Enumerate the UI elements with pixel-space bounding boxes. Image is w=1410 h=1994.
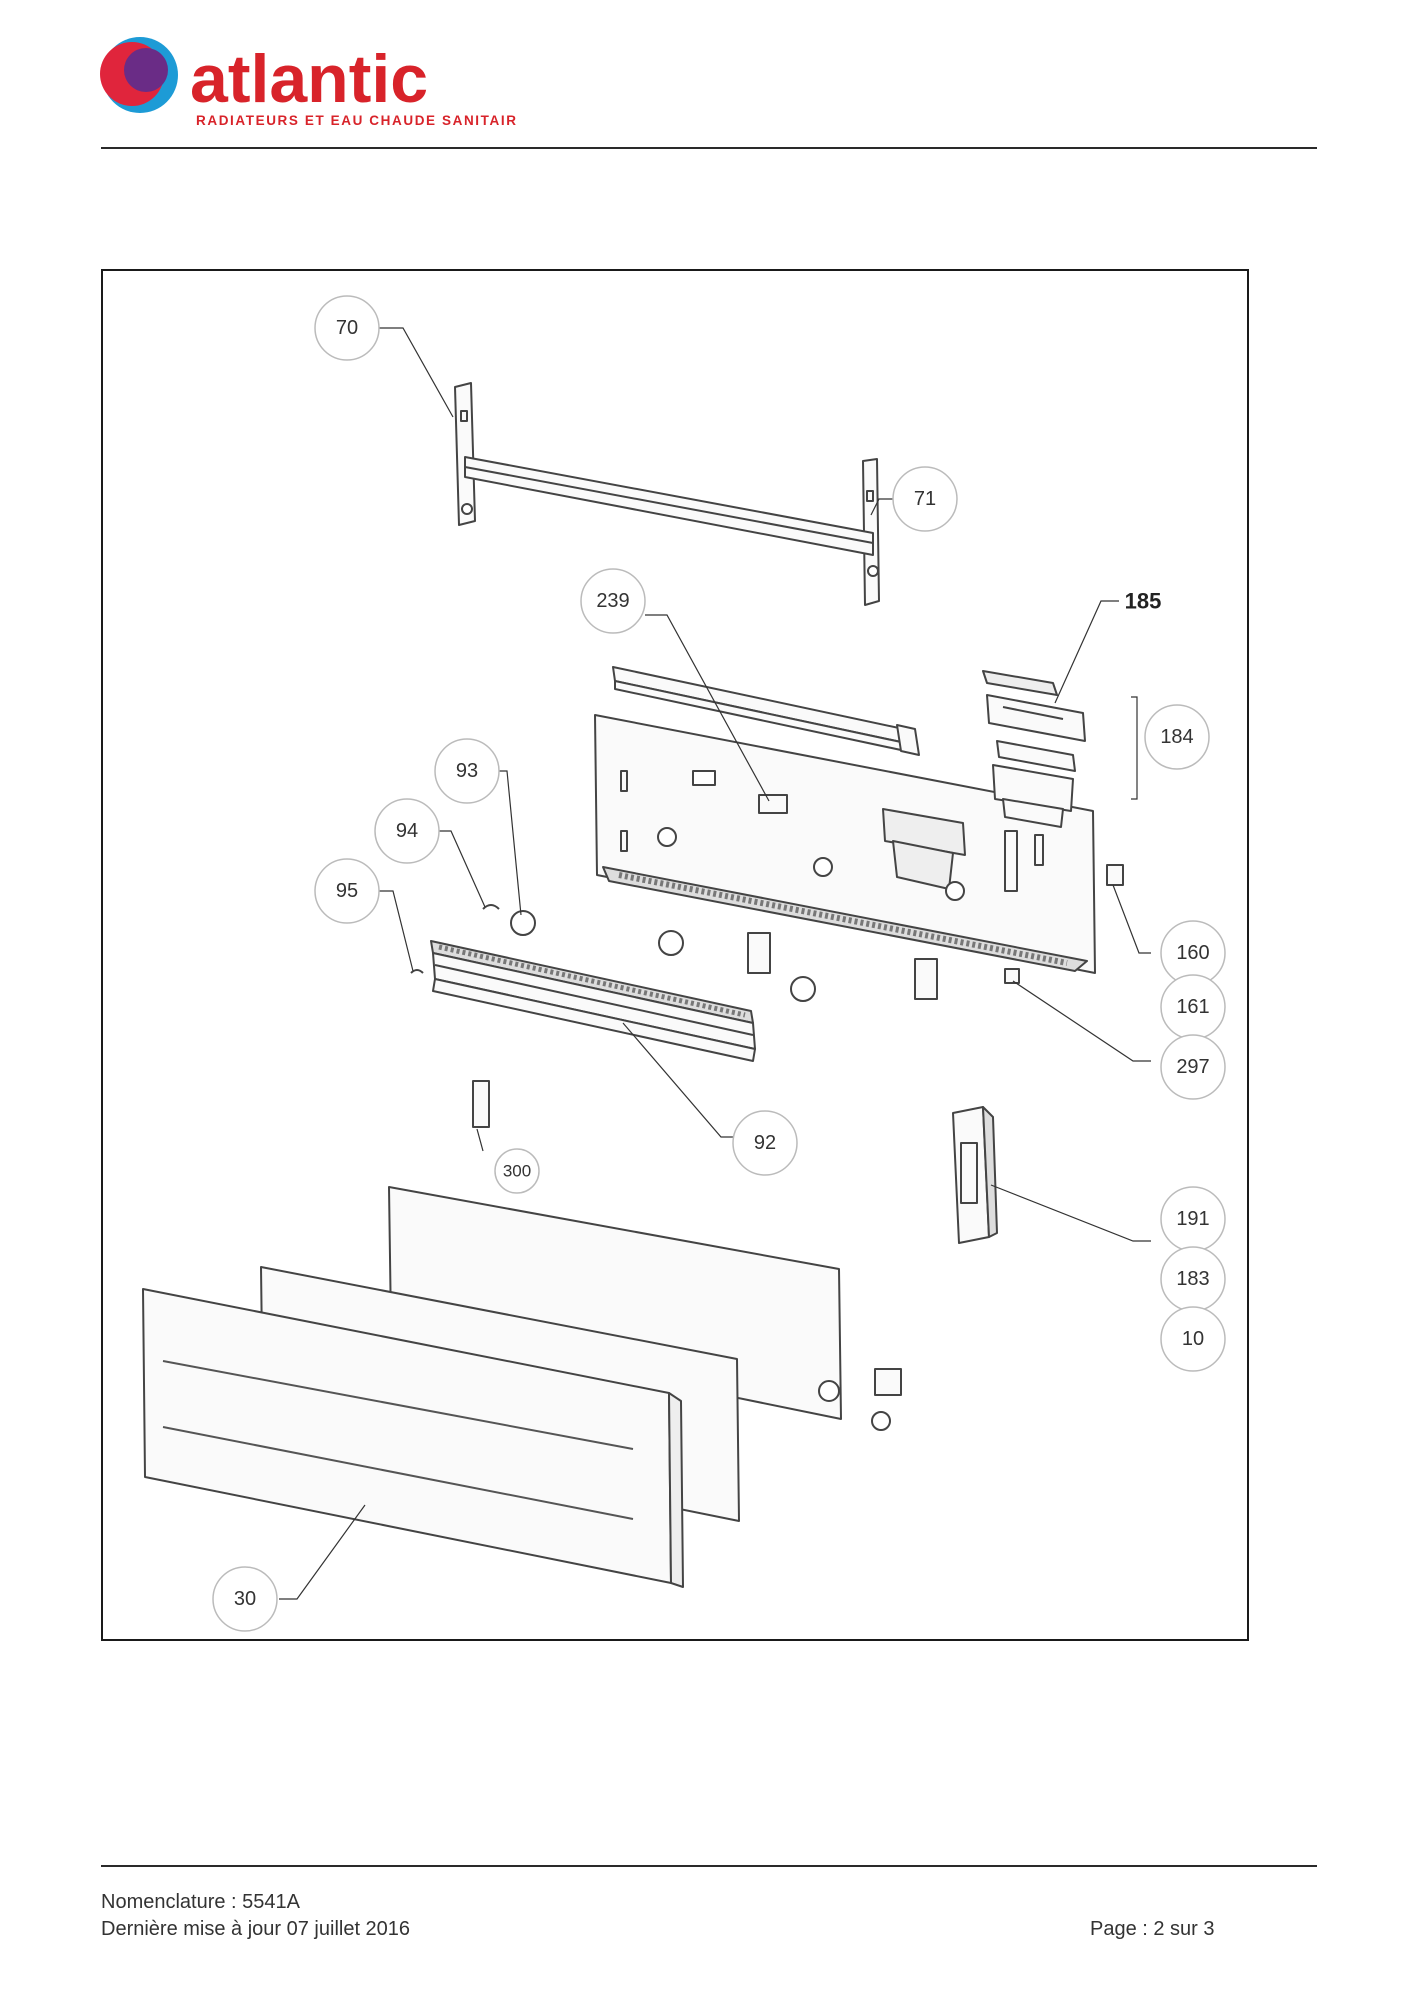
footer-page-number: Page : 2 sur 3	[1090, 1918, 1215, 1940]
callout-labels: 70 71 239 185 184 93 94 95 160 161 297 9…	[234, 317, 1210, 1610]
brand-tagline: RADIATEURS ET EAU CHAUDE SANITAIRE	[196, 113, 518, 128]
callout-95	[314, 858, 380, 924]
callout-300	[494, 1148, 540, 1194]
callout-239	[580, 568, 646, 634]
callout-239-label: 239	[596, 590, 629, 612]
brand-name: atlantic	[190, 41, 428, 117]
callout-10-label: 10	[1182, 1328, 1204, 1350]
callout-191-label: 191	[1176, 1208, 1209, 1230]
sensor-297	[1004, 968, 1020, 984]
callout-92	[732, 1110, 798, 1176]
part-300	[472, 1080, 490, 1128]
callout-10	[1160, 1306, 1226, 1372]
footer-last-update: Dernière mise à jour 07 juillet 2016	[101, 1918, 411, 1940]
callout-94	[374, 798, 440, 864]
clip-95	[410, 969, 424, 974]
footer-divider	[101, 1865, 1317, 1867]
callout-71	[892, 466, 958, 532]
footer-nomenclature: Nomenclature : 5541A	[101, 1891, 301, 1913]
part-239	[758, 794, 788, 814]
bracket-right	[914, 958, 938, 1000]
electronics-box	[982, 670, 1086, 828]
callout-circles	[212, 295, 1226, 1632]
clip-93	[510, 910, 816, 1002]
callout-184	[1144, 704, 1210, 770]
wall-bracket	[454, 382, 880, 606]
control-knob	[871, 1368, 902, 1431]
callout-71-label: 71	[914, 488, 936, 510]
front-panel	[142, 1288, 684, 1588]
callout-30-label: 30	[234, 1588, 256, 1610]
callout-70	[314, 295, 380, 361]
callout-300-label: 300	[503, 1162, 531, 1181]
upper-rail	[612, 666, 920, 756]
callout-161-label: 161	[1176, 996, 1209, 1018]
clip-94	[482, 904, 500, 910]
header-divider	[101, 147, 1317, 149]
atlantic-logo: atlantic RADIATEURS ET EAU CHAUDE SANITA…	[100, 37, 518, 128]
callout-297	[1160, 1034, 1226, 1100]
callout-30	[212, 1566, 278, 1632]
callout-70-label: 70	[336, 317, 358, 339]
callout-93	[434, 738, 500, 804]
connector-160	[1106, 864, 1124, 886]
main-chassis	[594, 714, 1096, 974]
diagram-drawing: 70 71 239 185 184 93 94 95 160 161 297 9…	[142, 295, 1226, 1632]
callout-160-label: 160	[1176, 942, 1209, 964]
leader-lines	[279, 327, 1151, 1600]
callout-297-label: 297	[1176, 1056, 1209, 1078]
callout-92-label: 92	[754, 1132, 776, 1154]
bracket-left	[747, 932, 771, 974]
front-rail	[430, 940, 756, 1062]
callout-93-label: 93	[456, 760, 478, 782]
exploded-parts-diagram: 70 71 239 185 184 93 94 95 160 161 297 9…	[101, 269, 1249, 1641]
callout-94-label: 94	[396, 820, 418, 842]
callout-185-label: 185	[1125, 589, 1162, 614]
callout-184-label: 184	[1160, 726, 1193, 748]
callout-95-label: 95	[336, 880, 358, 902]
side-module	[952, 1106, 998, 1244]
callout-183-label: 183	[1176, 1268, 1209, 1290]
